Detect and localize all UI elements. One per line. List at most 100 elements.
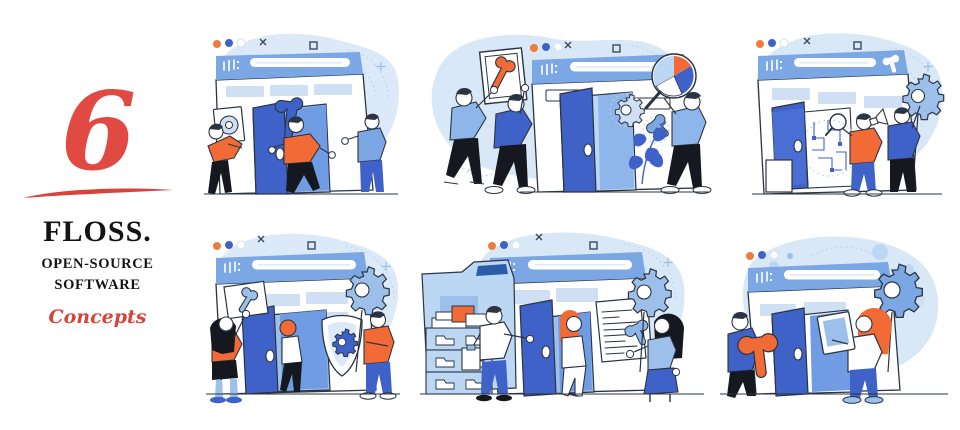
door-handle xyxy=(793,139,803,153)
corner-mark-x xyxy=(564,41,572,49)
figure-walking-through-door xyxy=(279,319,303,392)
clipboard-icon xyxy=(461,344,481,371)
window-dot-orange xyxy=(746,252,754,260)
door-handle xyxy=(583,143,593,157)
figure-orange-shirt-with-magnifier xyxy=(825,113,883,197)
browser-searchbar-line xyxy=(255,62,343,64)
browser-searchbar-line xyxy=(534,264,626,266)
figure-lightblue-shirt-lifting-frame xyxy=(443,85,499,185)
content-bar xyxy=(226,86,264,97)
magnifier-pie-chart xyxy=(644,53,697,110)
figure-navy-shirt-lifting-frame xyxy=(484,83,536,194)
scene-hanging-wrench-poster-and-analytics xyxy=(420,22,720,207)
title-block: 6 FLOSS. OPEN-SOURCE SOFTWARE Concepts xyxy=(0,0,195,430)
window-dot-white xyxy=(236,38,246,48)
decorative-sparkle xyxy=(376,62,386,71)
corner-mark-square xyxy=(307,241,316,250)
scene-inspecting-blueprint-with-megaphone xyxy=(742,22,954,207)
scene-wrench-carrier-and-tablet-user xyxy=(712,222,956,407)
content-bar xyxy=(306,292,348,304)
window-dot-blue xyxy=(758,251,766,259)
gear-large xyxy=(874,263,923,319)
wrench-poster xyxy=(223,280,269,320)
brand-title: FLOSS. xyxy=(43,215,152,248)
megaphone-icon xyxy=(868,107,889,127)
figure-blue-coat-with-big-wrench xyxy=(727,311,779,398)
corner-mark-square xyxy=(853,41,862,50)
window-dot-blue xyxy=(500,241,508,249)
browser-searchbar-line xyxy=(799,62,869,64)
shield-with-gear xyxy=(321,314,363,377)
gear-dashed xyxy=(609,93,645,128)
window-dot-orange xyxy=(530,44,538,52)
big-wrench-icon xyxy=(737,333,779,379)
door-panel xyxy=(559,87,597,193)
subtitle-line-2: SOFTWARE xyxy=(54,277,141,293)
script-word: Concepts xyxy=(48,306,147,328)
content-bar xyxy=(772,88,810,100)
figure-woman-holding-document xyxy=(625,313,684,402)
window-dot-orange xyxy=(213,242,221,250)
decorative-sparkle xyxy=(381,262,391,271)
window-dot-orange xyxy=(213,40,221,48)
figure-orange-hair-with-tablet xyxy=(816,308,892,404)
door-handle xyxy=(793,347,803,361)
browser-logo xyxy=(756,271,773,284)
content-bar xyxy=(314,84,352,95)
window-dot-orange xyxy=(488,242,496,250)
content-bar xyxy=(270,85,308,96)
browser-logo xyxy=(541,63,558,76)
browser-logo xyxy=(223,59,240,72)
content-bar xyxy=(556,288,598,302)
wrench-in-titlebar xyxy=(882,54,900,73)
tablet-icon xyxy=(816,311,856,355)
corner-mark-square xyxy=(589,241,598,250)
content-bar xyxy=(818,92,856,104)
window-dot-blue xyxy=(542,43,550,51)
figure-woman-orange-top-holding-poster xyxy=(210,309,251,404)
window-dot-blue xyxy=(225,39,233,47)
figure-white-shirt-with-clipboard xyxy=(461,305,535,402)
figure-orange-shirt-carrying-frame xyxy=(207,123,243,194)
window-dot-blue xyxy=(768,39,776,47)
scene-security-shield-and-maintenance xyxy=(198,222,408,407)
corner-mark-square xyxy=(612,44,621,53)
decorative-sparkle xyxy=(663,258,673,267)
browser-logo xyxy=(766,59,783,72)
gear-large xyxy=(345,266,390,316)
papers-on-top xyxy=(431,305,493,329)
window-dot-white xyxy=(511,240,521,250)
plant-leaves xyxy=(628,127,667,170)
swoosh-underline xyxy=(23,188,173,198)
content-bar xyxy=(864,96,902,108)
window-dot-white xyxy=(779,38,789,48)
content-bar xyxy=(258,294,300,306)
door-handle xyxy=(541,345,551,359)
figure-blue-shirt-with-megaphone xyxy=(868,105,921,192)
browser-searchbar-line xyxy=(258,264,350,266)
gear-large xyxy=(902,73,945,121)
corner-mark-square xyxy=(309,41,318,50)
corner-mark-x xyxy=(535,233,543,241)
content-bar xyxy=(508,290,550,304)
corner-mark-x xyxy=(257,235,265,243)
small-frame xyxy=(765,159,793,193)
door-handle xyxy=(265,349,275,363)
door-handle xyxy=(275,147,285,161)
corner-mark-x xyxy=(259,38,267,46)
figure-orange-shirt-with-wrench xyxy=(268,116,336,193)
window-dot-white xyxy=(769,250,779,260)
window-dot-white xyxy=(236,240,246,250)
subtitle-line-1: OPEN-SOURCE xyxy=(41,256,154,272)
corner-mark-x xyxy=(803,37,811,45)
figure-blue-shirt-pushing xyxy=(341,113,387,192)
browser-searchbar-line xyxy=(790,274,874,276)
figure-orange-hair-walking-through-door xyxy=(560,310,587,397)
decorative-sparkle xyxy=(923,62,933,71)
window-dot-white xyxy=(553,42,563,52)
door-panel xyxy=(519,299,557,397)
door-panel xyxy=(241,305,279,395)
scene-file-cabinets-and-documentation xyxy=(418,222,708,407)
door-panel xyxy=(771,307,809,397)
